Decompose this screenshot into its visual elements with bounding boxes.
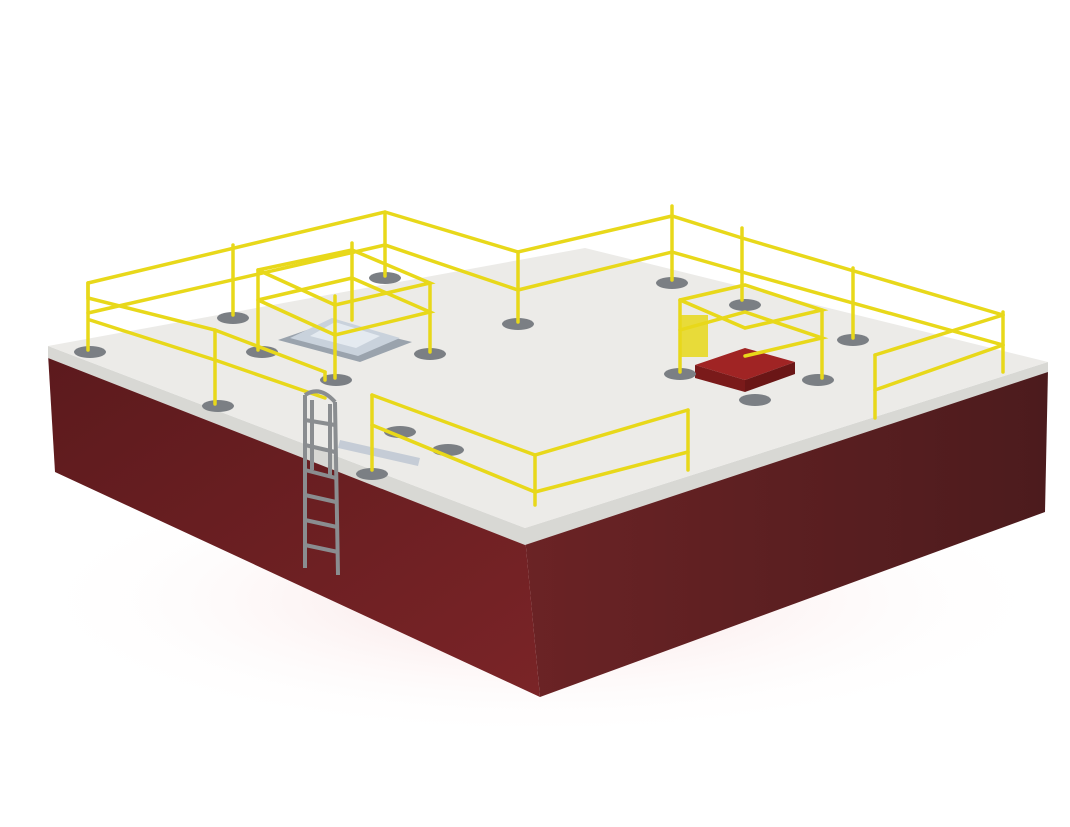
foot — [802, 374, 834, 386]
foot — [217, 312, 249, 324]
rail-back-left-top — [86, 210, 1005, 317]
rail-back-left-mid — [86, 243, 1005, 347]
foot — [414, 348, 446, 360]
guardrails — [86, 204, 1005, 507]
foot — [729, 299, 761, 311]
foot — [739, 394, 771, 406]
foot — [202, 400, 234, 412]
foot — [664, 368, 696, 380]
foot — [74, 346, 106, 358]
base-feet — [74, 272, 869, 480]
foot — [246, 346, 278, 358]
rail-right-top — [873, 313, 1005, 357]
right-wall — [525, 370, 1048, 697]
foot — [502, 318, 534, 330]
foot — [369, 272, 401, 284]
foot — [656, 277, 688, 289]
foot — [356, 468, 388, 480]
rail-right-mid — [873, 343, 1005, 392]
foot — [837, 334, 869, 346]
access-ladder — [303, 389, 340, 576]
posts — [86, 204, 1005, 507]
skylight-pipe — [338, 440, 420, 466]
foot — [320, 374, 352, 386]
hatch-gate — [680, 315, 708, 357]
left-wall — [48, 354, 540, 697]
hatch-guard-mid — [678, 310, 829, 358]
